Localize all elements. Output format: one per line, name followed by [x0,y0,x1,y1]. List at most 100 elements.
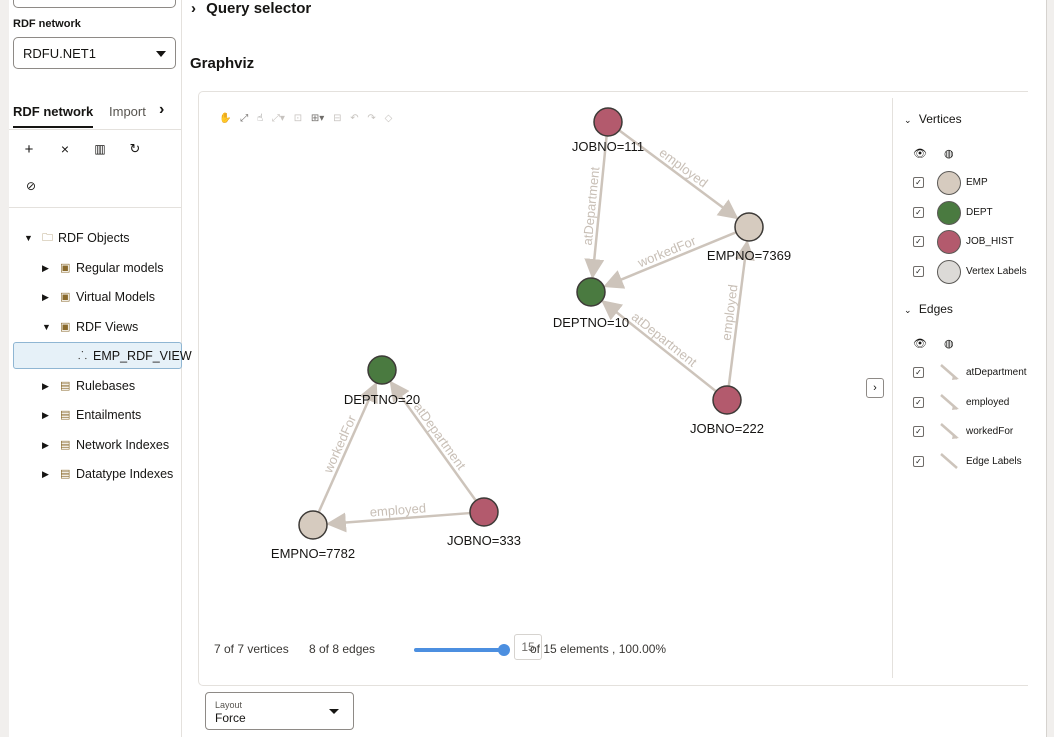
edge-swatch-icon [940,364,959,380]
graph-node[interactable] [469,497,499,527]
graph-edge[interactable] [618,129,739,220]
palette-icon[interactable]: ◍ [944,338,954,350]
caret-down-icon: ▼ [42,322,51,332]
graph-edge[interactable] [603,231,737,289]
eye-icon[interactable]: 👁 [913,338,927,350]
elements-summary: of 15 elements , 100.00% [530,642,667,656]
checkbox[interactable]: ✓ [913,426,924,437]
edge-legend-item[interactable]: ✓ workedFor [909,420,1039,444]
checkbox[interactable]: ✓ [913,236,924,247]
select-icon[interactable]: ⤢ [240,113,249,124]
edges-legend-tools: 👁 ◍ [913,337,954,350]
graph-canvas[interactable]: employedatDepartmentworkedForemployedatD… [199,92,899,632]
tree-label: Regular models [76,261,164,275]
tree-item-network-indexes[interactable]: ▶ ▤ Network Indexes [9,432,182,459]
ban-icon[interactable]: ⊘ [25,179,37,193]
top-input-field[interactable] [13,0,176,8]
tab-import[interactable]: Import [109,104,146,119]
legend-label: EMP [966,177,988,188]
graph-node[interactable] [367,355,397,385]
entailment-icon: ▤ [60,409,71,421]
tree-item-rdf-views[interactable]: ▼ ▣ RDF Views [9,314,182,341]
tree-item-entailments[interactable]: ▶ ▤ Entailments [9,402,182,429]
elements-slider-thumb[interactable] [498,644,510,656]
graph-edge[interactable] [317,381,378,513]
chevron-down-icon [156,51,166,57]
edges-legend-header[interactable]: ⌄ Edges [904,302,953,316]
vertices-legend-title: Vertices [918,112,962,126]
vertices-legend-header[interactable]: ⌄ Vertices [904,112,962,126]
grid-icon[interactable]: ⊞▾ [310,113,325,124]
view-icon: ▣ [60,321,71,333]
tree-label: RDF Views [76,320,139,334]
vertices-legend-tools: 👁 ◍ [913,147,954,160]
edge-legend-item[interactable]: ✓ Edge Labels [909,450,1039,474]
tab-scroll-right-button[interactable]: › [159,101,165,118]
graph-node[interactable] [298,510,328,540]
layout-select[interactable]: Layout Force [205,692,354,730]
checkbox[interactable]: ✓ [913,265,924,277]
elements-slider-track[interactable] [414,648,504,652]
legend-collapse-button[interactable]: › [866,378,884,398]
redo-icon[interactable]: ↷ [367,113,376,124]
caret-right-icon: ▶ [42,410,49,420]
add-icon[interactable]: + [24,141,34,158]
edge-legend-item[interactable]: ✓ atDepartment [909,361,1039,385]
graph-node-label: EMPNO=7782 [271,546,355,561]
close-icon[interactable]: × [60,141,70,157]
chevron-down-icon: ⌄ [904,305,912,315]
graph-node-label: EMPNO=7369 [707,248,791,263]
graph-edge[interactable] [584,135,608,280]
chart-icon[interactable]: ▥ [94,142,106,156]
tab-rdf-network[interactable]: RDF network [13,104,94,128]
tree-item-datatype-indexes[interactable]: ▶ ▤ Datatype Indexes [9,461,182,488]
checkbox[interactable]: ✓ [913,177,924,188]
caret-right-icon: ▶ [42,469,49,479]
graph-node[interactable] [593,107,623,137]
graph-edge[interactable] [727,239,755,387]
vertex-legend-item[interactable]: ✓ EMP [909,171,1039,195]
caret-right-icon: ▶ [42,292,49,302]
legend-label: JOB_HIST [966,236,1014,247]
clear-icon[interactable]: ◇ [384,113,393,124]
tree-label: Datatype Indexes [76,467,174,481]
tree-item-virtual-models[interactable]: ▶ ▣ Virtual Models [9,284,182,311]
vertex-legend-item[interactable]: ✓ DEPT [909,200,1039,225]
tree-item-rdf-objects[interactable]: ▼ 🗀 RDF Objects [9,225,182,252]
graph-node[interactable] [576,277,606,307]
checkbox[interactable]: ✓ [913,206,924,218]
edges-legend-title: Edges [918,302,953,316]
graph-node-label: DEPTNO=20 [344,392,420,407]
eye-icon[interactable]: 👁 [913,148,927,160]
vertex-legend-item[interactable]: ✓ Vertex Labels [909,259,1039,284]
tree-item-rulebases[interactable]: ▶ ▤ Rulebases [9,373,182,400]
tree-item-regular-models[interactable]: ▶ ▣ Regular models [9,255,182,282]
chevron-down-icon [329,709,339,714]
hand-icon[interactable]: ☝ [257,113,264,124]
undo-icon[interactable]: ↶ [350,113,359,124]
fit-icon[interactable]: ⊡ [293,113,303,124]
query-selector-toggle[interactable]: › Query selector [191,0,311,17]
layout-icon[interactable]: ⊟ [333,113,342,124]
graph-edge[interactable] [601,300,717,393]
vertex-legend-item[interactable]: ✓ JOB_HIST [909,230,1039,254]
palette-icon[interactable]: ◍ [944,148,954,160]
edge-legend-item[interactable]: ✓ employed [909,391,1039,415]
checkbox[interactable]: ✓ [913,455,924,467]
graph-node[interactable] [734,212,764,242]
checkbox[interactable]: ✓ [913,367,924,378]
graph-edge[interactable] [389,380,477,502]
graph-node[interactable] [712,385,742,415]
checkbox[interactable]: ✓ [913,396,924,408]
expand-icon[interactable]: ⤢▾ [271,113,285,124]
elements-count-input[interactable]: 15 [514,634,542,660]
refresh-icon[interactable]: ↻ [129,141,141,156]
rdf-network-select[interactable]: RDFU.NET1 [13,37,176,69]
graph-node-label: JOBNO=111 [572,139,644,154]
model-icon: ▣ [60,291,71,303]
graph-edge[interactable] [325,511,471,533]
main-panel: › Query selector Graphviz ✋ ⤢ ☝ ⤢▾ ⊡ ⊞▾ … [183,0,1045,737]
legend-divider [892,98,893,678]
tree-item-emp-rdf-view[interactable]: ⸫ EMP_RDF_VIEW [13,342,192,369]
pan-icon[interactable]: ✋ [219,113,232,124]
